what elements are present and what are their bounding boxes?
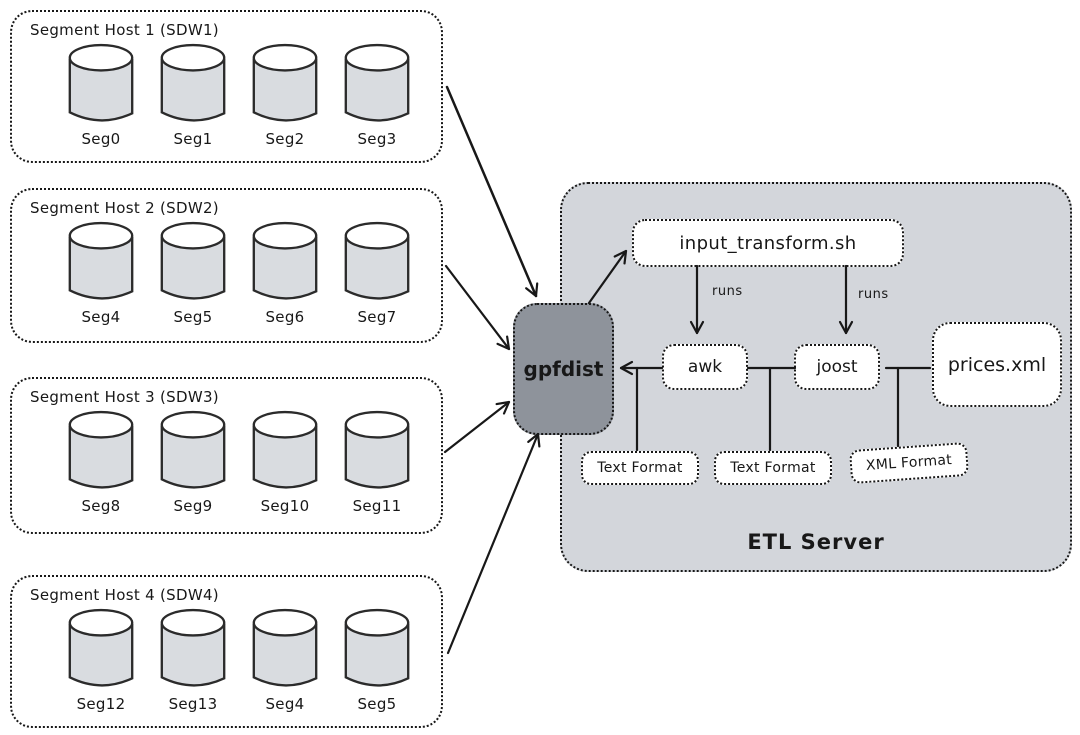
segment-database: Seg11: [338, 409, 416, 515]
segment-label: Seg13: [168, 695, 218, 713]
segment-label: Seg6: [265, 308, 305, 326]
segment-database: Seg5: [338, 607, 416, 713]
segment-database: Seg5: [154, 220, 232, 326]
input-transform-script-node: input_transform.sh: [632, 219, 904, 267]
host-title: Segment Host 3 (SDW3): [30, 388, 219, 406]
cylinder-row: Seg4 Seg5 Seg6 Seg7: [12, 217, 441, 326]
gpfdist-node: gpfdist: [513, 303, 614, 435]
etl-server-box: input_transform.sh awk joost prices.xml …: [560, 182, 1072, 572]
database-cylinder-icon: [252, 410, 318, 489]
segment-label: Seg5: [357, 695, 397, 713]
segment-label: Seg8: [81, 497, 121, 515]
etl-server-label: ETL Server: [747, 530, 885, 554]
host-title: Segment Host 2 (SDW2): [30, 199, 219, 217]
database-cylinder-icon: [160, 43, 226, 122]
segment-host-3-box: Segment Host 3 (SDW3) Seg8 Seg9 Seg10 Se…: [10, 377, 443, 534]
arrow-host2-to-gpfdist: [444, 264, 511, 351]
arrow-host1-to-gpfdist: [445, 85, 539, 298]
arrow-host4-to-gpfdist: [446, 432, 541, 655]
segment-label: Seg7: [357, 308, 397, 326]
segment-host-4-box: Segment Host 4 (SDW4) Seg12 Seg13 Seg4 S…: [10, 575, 443, 728]
database-cylinder-icon: [252, 43, 318, 122]
segment-database: Seg9: [154, 409, 232, 515]
host-title: Segment Host 4 (SDW4): [30, 586, 219, 604]
segment-label: Seg4: [81, 308, 121, 326]
host-title: Segment Host 1 (SDW1): [30, 21, 219, 39]
segment-database: Seg4: [62, 220, 140, 326]
segment-database: Seg12: [62, 607, 140, 713]
cylinder-row: Seg0 Seg1 Seg2 Seg3: [12, 39, 441, 148]
cylinder-row: Seg12 Seg13 Seg4 Seg5: [12, 604, 441, 713]
segment-label: Seg12: [76, 695, 126, 713]
segment-label: Seg1: [173, 130, 213, 148]
segment-label: Seg4: [265, 695, 305, 713]
prices-xml-node: prices.xml: [932, 322, 1062, 407]
database-cylinder-icon: [68, 221, 134, 300]
text-format-node-1: Text Format: [581, 451, 699, 485]
segment-label: Seg10: [260, 497, 310, 515]
runs-edge-label-2: runs: [858, 287, 889, 302]
database-cylinder-icon: [68, 410, 134, 489]
segment-label: Seg5: [173, 308, 213, 326]
database-cylinder-icon: [344, 221, 410, 300]
database-cylinder-icon: [252, 608, 318, 687]
segment-database: Seg2: [246, 42, 324, 148]
segment-database: Seg3: [338, 42, 416, 148]
segment-database: Seg4: [246, 607, 324, 713]
xml-format-node: XML Format: [848, 441, 970, 485]
database-cylinder-icon: [160, 221, 226, 300]
text-format-node-2: Text Format: [714, 451, 832, 485]
segment-label: Seg2: [265, 130, 305, 148]
segment-label: Seg9: [173, 497, 213, 515]
joost-node: joost: [794, 344, 880, 390]
segment-database: Seg7: [338, 220, 416, 326]
segment-database: Seg1: [154, 42, 232, 148]
database-cylinder-icon: [68, 608, 134, 687]
awk-node: awk: [662, 344, 748, 390]
segment-database: Seg0: [62, 42, 140, 148]
database-cylinder-icon: [160, 410, 226, 489]
database-cylinder-icon: [252, 221, 318, 300]
segment-host-2-box: Segment Host 2 (SDW2) Seg4 Seg5 Seg6 Seg…: [10, 188, 443, 343]
segment-host-1-box: Segment Host 1 (SDW1) Seg0 Seg1 Seg2 Seg…: [10, 10, 443, 163]
segment-database: Seg13: [154, 607, 232, 713]
database-cylinder-icon: [344, 410, 410, 489]
database-cylinder-icon: [160, 608, 226, 687]
database-cylinder-icon: [68, 43, 134, 122]
arrow-host3-to-gpfdist: [443, 400, 511, 454]
segment-label: Seg3: [357, 130, 397, 148]
database-cylinder-icon: [344, 608, 410, 687]
segment-database: Seg10: [246, 409, 324, 515]
database-cylinder-icon: [344, 43, 410, 122]
segment-label: Seg0: [81, 130, 121, 148]
segment-database: Seg8: [62, 409, 140, 515]
cylinder-row: Seg8 Seg9 Seg10 Seg11: [12, 406, 441, 515]
runs-edge-label-1: runs: [712, 284, 743, 299]
segment-database: Seg6: [246, 220, 324, 326]
segment-label: Seg11: [352, 497, 402, 515]
